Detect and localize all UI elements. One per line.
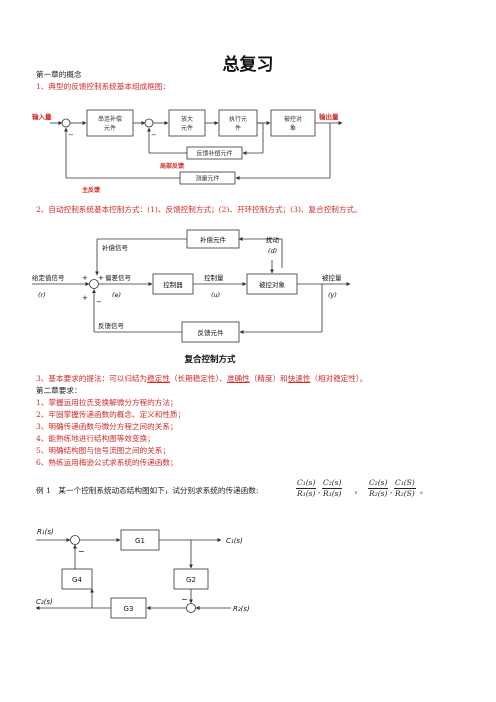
chapter1-item2: 2、自动控制系统基本控制方式：(1)、反馈控制方式；(2)、开环控制方式；(3)… (36, 205, 362, 214)
frac-sep-3: , (390, 486, 393, 495)
page-title: 总复习 (222, 55, 274, 75)
serial-comp-block-line1: 串连补偿 (98, 115, 122, 123)
item3-mid3: （相对稳定性）。 (310, 374, 368, 383)
plus-sign-3: + (82, 294, 88, 302)
item3-speed: 快速性 (287, 374, 311, 383)
comp-signal-label: 补偿信号 (102, 243, 129, 252)
item3-prefix: 3、基本要求的提法：可以归结为 (36, 374, 148, 383)
item3-stability: 稳定性 (147, 374, 170, 383)
minus-sign-1: − (68, 131, 74, 139)
amp-block-line1: 放大 (181, 115, 193, 123)
chapter2-item-3: 3、明确传递函数与微分方程之间的关系； (36, 422, 178, 431)
disturb-label: 扰动 (266, 235, 280, 244)
output-label: 输出量 (319, 112, 339, 121)
local-fb-label: 局部反馈 (159, 162, 184, 170)
example-end: 。 (420, 486, 428, 495)
serial-comp-block-line2: 元件 (104, 124, 116, 132)
frac-c1-r2: C₁(S)R₂(S) (394, 478, 416, 498)
item3-mid1: （长期稳定性）、 (169, 374, 227, 383)
comp-elem-block: 补偿元件 (200, 235, 227, 244)
controlled-symbol: (y) (328, 291, 337, 299)
example-text: 例 1 某一个控制系统动态结构图如下，试分别求系统的传递函数: (36, 486, 259, 495)
chapter1-item3: 3、基本要求的提法：可以归结为稳定性（长期稳定性）、准确性（精度）和快速性（相对… (36, 374, 367, 384)
frac-c2-r2: C₂(s)R₂(s) (368, 478, 389, 498)
chapter2-item-5: 5、明确结构图与信号流图之间的关系； (36, 446, 170, 455)
disturb-symbol: (d) (268, 247, 277, 255)
frac-sep-1: , (318, 486, 321, 495)
input-label: 输入量 (32, 112, 52, 121)
minus-sign-2: − (151, 131, 157, 139)
chapter2-heading: 第二章要求： (36, 386, 82, 395)
exec-block-line2: 件 (235, 124, 241, 132)
controlled-label: 被控量 (322, 273, 342, 282)
ctrl-qty-label: 控制量 (204, 273, 224, 282)
chapter2-item-2: 2、牢固掌握传递函数的概念、定义和性质； (36, 410, 186, 419)
plus-sign-2: + (98, 274, 104, 282)
g2-block: G2 (186, 576, 196, 584)
r1-label: R₁(s) (37, 528, 54, 536)
frac-sep-2: ， (354, 486, 362, 495)
plant-block-line1: 被控对 (284, 115, 302, 123)
frac-c2-r1: C₂(s)R₁(s) (322, 478, 343, 498)
controller-block: 控制器 (163, 280, 183, 289)
meas-block: 测量元件 (195, 175, 219, 183)
setpoint-symbol: (r) (38, 291, 46, 299)
feedback-block-diagram: 输入量 输出量 串连补偿 元件 放大 元件 执行元 件 被控对 象 反馈补偿元件… (32, 109, 343, 194)
c2-label: C₂(s) (36, 598, 53, 606)
fb-elem-block: 反馈元件 (198, 328, 225, 337)
chapter1-heading: 第一章的概念 (36, 70, 82, 79)
item3-mid2: （精度）和 (249, 374, 288, 383)
error-label: 偏差信号 (105, 273, 132, 282)
chapter2-item-4: 4、能熟练地进行结构图等效变换； (36, 434, 155, 443)
g1-block: G1 (135, 537, 145, 545)
composite-caption: 复合控制方式 (183, 354, 236, 365)
minus-sign-5: − (181, 595, 188, 604)
r2-label: R₂(s) (233, 605, 250, 613)
setpoint-label: 给定值信号 (32, 273, 65, 282)
chapter2-item-1: 1、掌握运用拉氏变换解微分方程的方法； (36, 398, 178, 407)
plant-block: 被控对象 (259, 280, 286, 289)
g3-block: G3 (124, 605, 134, 613)
minus-sign-4: − (78, 547, 85, 556)
chapter2-item-6: 6、熟练运用梅逊公式求系统的传递函数； (36, 458, 178, 467)
item3-accuracy: 准确性 (226, 374, 250, 383)
ctrl-symbol: (u) (211, 291, 220, 299)
frac-c1-r1: C₁(s)R₁(s) (296, 478, 317, 498)
feedback-label: 反馈信号 (98, 321, 125, 330)
amp-block-line2: 元件 (181, 124, 193, 132)
composite-control-diagram: 补偿元件 补偿信号 扰动 (d) 给定值信号 (r) 偏差信号 (e) 控制器 … (32, 229, 351, 365)
fb-comp-block: 反馈补偿元件 (196, 150, 232, 158)
g4-block: G4 (72, 576, 82, 584)
minus-sign-3: − (96, 298, 102, 306)
example-block-diagram: R₁(s) C₁(s) C₂(s) R₂(s) G1 G2 G3 G4 − − (36, 528, 250, 619)
plant-block-line2: 象 (290, 124, 296, 132)
error-symbol: (e) (112, 291, 121, 299)
c1-label: C₁(s) (226, 537, 243, 545)
chapter1-item1: 1、典型的反馈控制系统基本组成框图： (36, 82, 170, 91)
main-fb-label: 主反馈 (82, 186, 100, 194)
plus-sign-1: + (82, 274, 88, 282)
exec-block-line1: 执行元 (229, 115, 247, 123)
